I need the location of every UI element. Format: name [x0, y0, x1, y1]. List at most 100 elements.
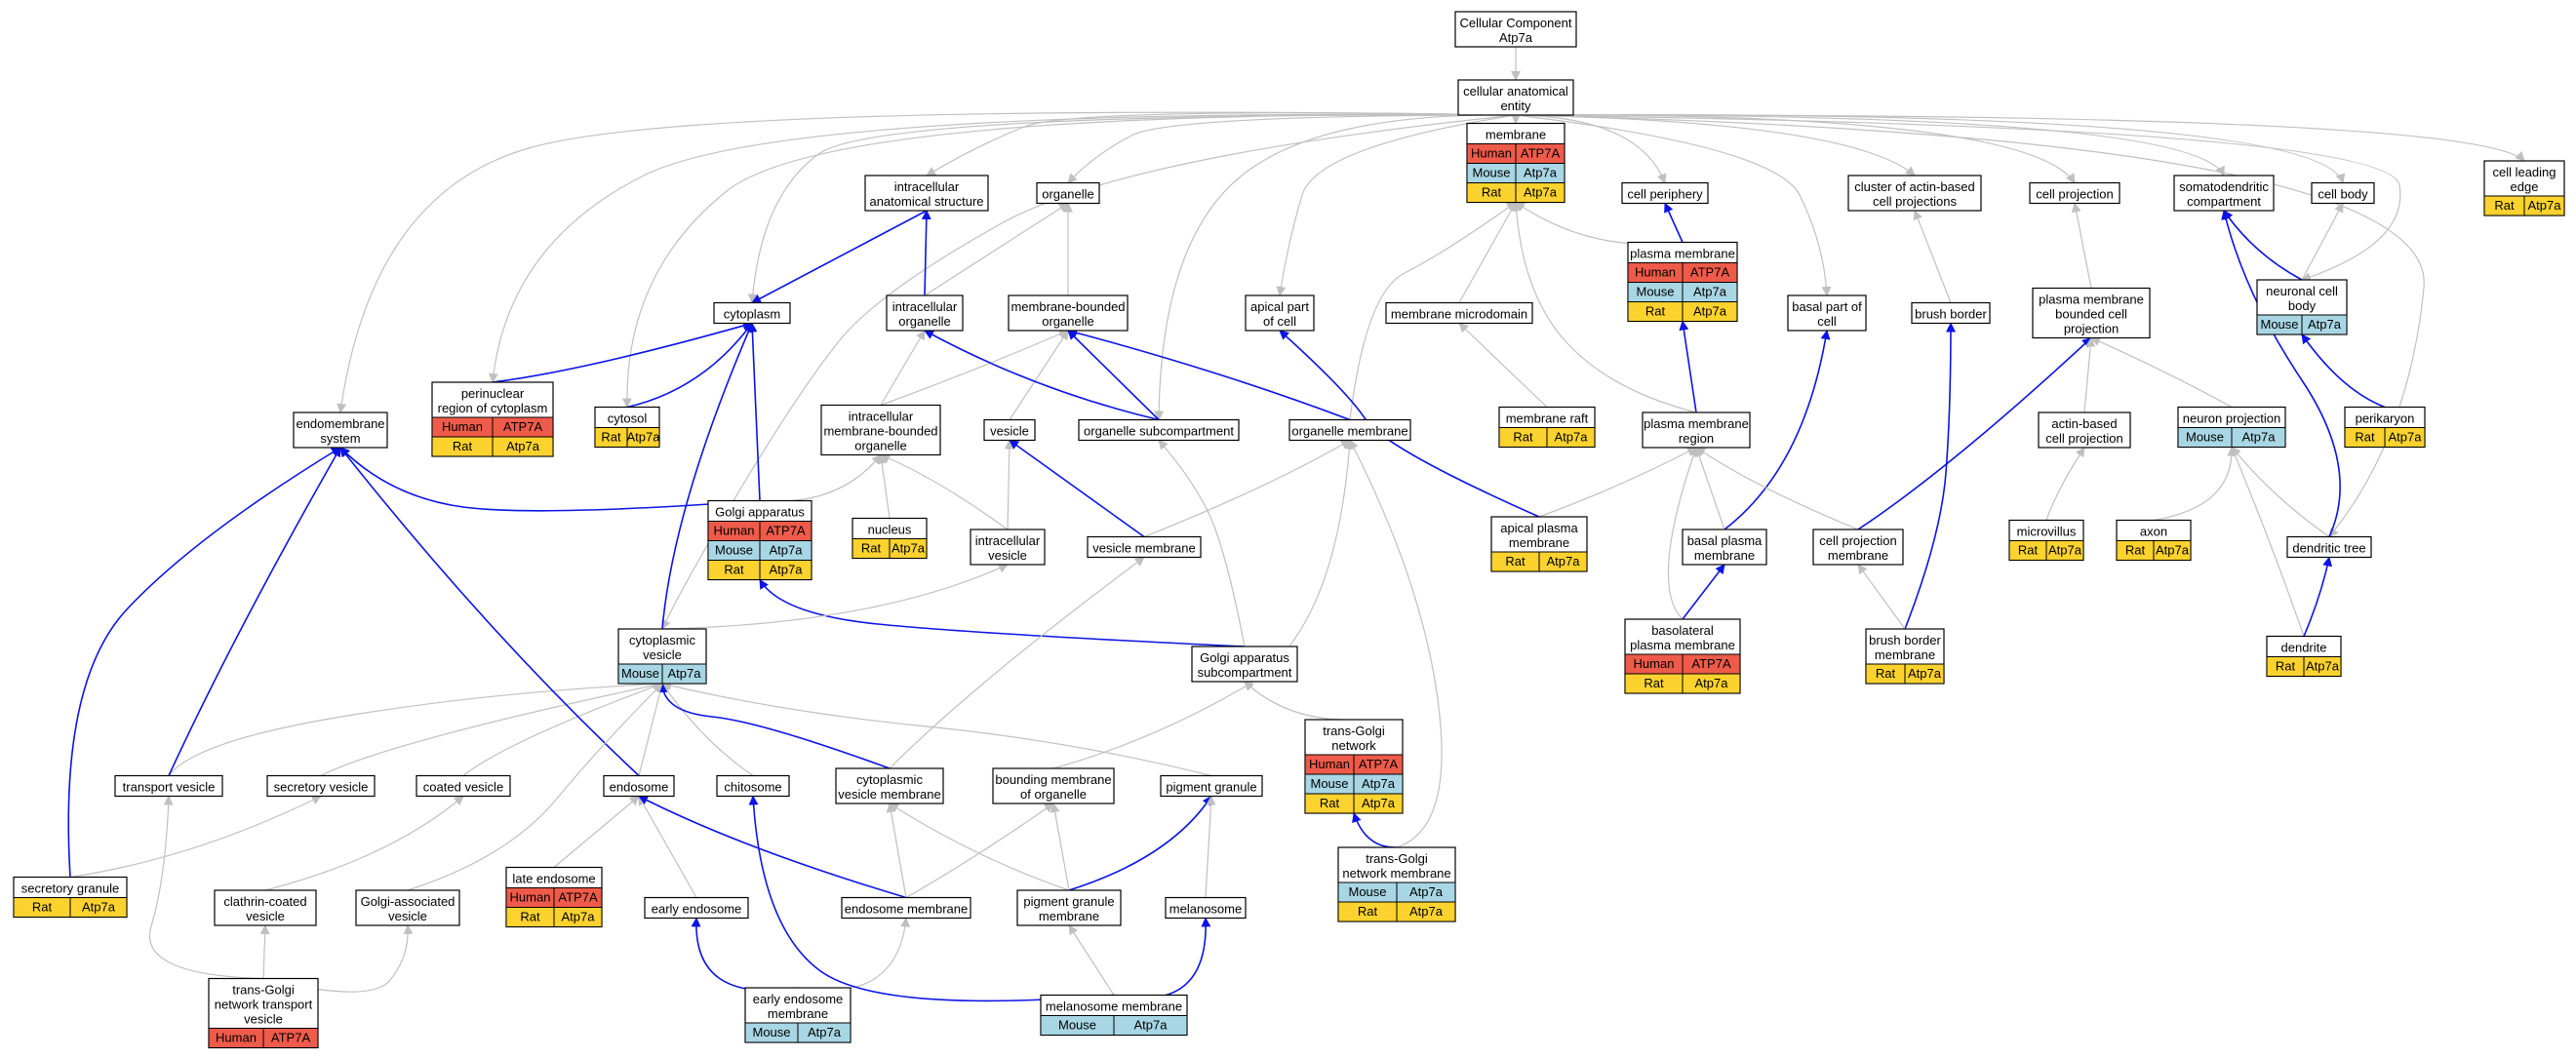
- go-node-melanosome[interactable]: melanosome: [1165, 896, 1247, 920]
- go-node-orgsub[interactable]: organelle subcompartment: [1078, 418, 1240, 442]
- is-a-edge: [638, 795, 697, 898]
- species-name: Human: [510, 890, 551, 905]
- node-label: membrane: [1875, 647, 1935, 662]
- is-a-edge: [924, 202, 1069, 296]
- node-label: organelle: [1042, 187, 1094, 202]
- is-a-edge: [407, 683, 663, 891]
- go-node-endomembrane2[interactable]: endosome membrane: [841, 896, 971, 920]
- node-box: [214, 889, 317, 926]
- node-box: [820, 404, 941, 456]
- go-node-cytoplasm[interactable]: cytoplasm: [713, 301, 791, 325]
- is-a-edge: [1158, 439, 1246, 647]
- go-node-pigment[interactable]: pigment granule: [1160, 774, 1263, 798]
- go-node-earlyendo[interactable]: early endosome: [644, 896, 749, 920]
- gene-symbol: Atp7a: [2306, 659, 2340, 674]
- species-name: Rat: [1644, 676, 1664, 690]
- node-box: [1911, 301, 1991, 325]
- node-box: [1787, 294, 1867, 332]
- go-node-cellproj[interactable]: cell projection: [2029, 181, 2120, 205]
- go-node-coated[interactable]: coated vesicle: [416, 774, 511, 798]
- is-a-edge: [1515, 201, 1684, 246]
- go-node-chitosome[interactable]: chitosome: [716, 774, 790, 798]
- go-node-vesmem[interactable]: vesicle membrane: [1087, 535, 1202, 559]
- node-box: [1621, 181, 1709, 205]
- go-node-microdomain[interactable]: membrane microdomain: [1385, 301, 1533, 325]
- species-name: Mouse: [621, 666, 659, 681]
- node-label: membrane microdomain: [1391, 307, 1527, 322]
- node-label: trans-Golgi: [1366, 851, 1428, 866]
- go-node-cellperiph[interactable]: cell periphery: [1621, 181, 1709, 205]
- go-node-transport[interactable]: transport vesicle: [114, 774, 223, 798]
- go-node-brush[interactable]: brush border: [1911, 301, 1991, 325]
- node-label: cell projection: [2045, 431, 2123, 446]
- go-node-cellbody[interactable]: cell body: [2311, 181, 2375, 205]
- go-node-secretory[interactable]: secretory vesicle: [266, 774, 376, 798]
- node-label: clathrin-coated: [223, 894, 306, 909]
- go-node-orgmem[interactable]: organelle membrane: [1288, 418, 1411, 442]
- go-node-endosome[interactable]: endosome: [603, 774, 675, 798]
- gene-symbol: Atp7a: [1134, 1018, 1169, 1033]
- species-name: Rat: [2018, 543, 2039, 558]
- is-a-edge: [553, 795, 640, 868]
- is-a-edge: [69, 795, 322, 879]
- node-label: organelle membrane: [1291, 424, 1407, 439]
- species-name: Human: [714, 524, 755, 538]
- node-box: [992, 767, 1115, 804]
- go-node-vesicle[interactable]: vesicle: [983, 418, 1036, 442]
- node-label: bounding membrane: [995, 772, 1111, 787]
- is-a-edge: [148, 795, 264, 980]
- go-node-dendtree[interactable]: dendritic tree: [2286, 535, 2372, 559]
- go-node-organelle[interactable]: organelle: [1036, 181, 1100, 205]
- species-name: Rat: [2125, 543, 2146, 558]
